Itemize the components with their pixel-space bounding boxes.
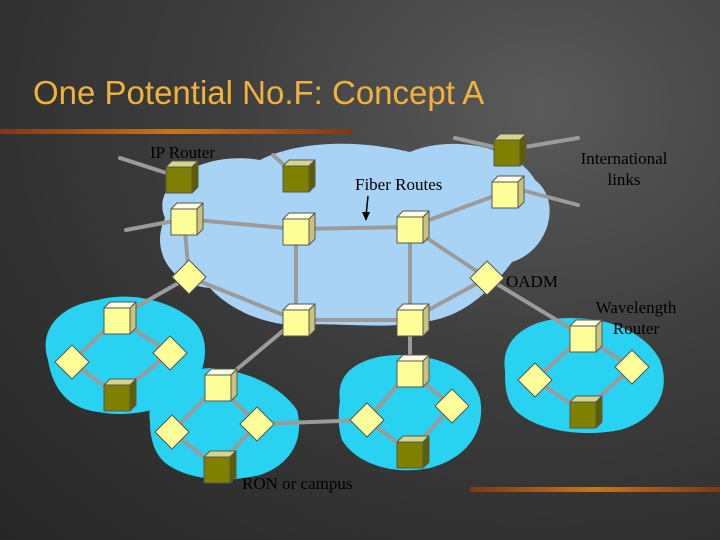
wavelength-router-icon xyxy=(569,319,603,353)
wavelength-router-icon xyxy=(170,202,204,236)
oadm-icon xyxy=(434,388,470,424)
oadm-icon xyxy=(349,402,385,438)
ip-router-icon xyxy=(103,378,137,412)
oadm-icon xyxy=(239,406,275,442)
wavelength-router-icon xyxy=(282,303,316,337)
oadm-icon xyxy=(152,335,188,371)
decorative-rules xyxy=(0,129,720,492)
wavelength-router-icon xyxy=(396,210,430,244)
oadm-label: OADM xyxy=(506,272,558,291)
regional-cloud-ron xyxy=(149,368,300,480)
wavelength-router-icon xyxy=(204,368,238,402)
ip-router-label: IP Router xyxy=(150,143,216,162)
slide-title: One Potential No.F: Concept A xyxy=(33,74,485,111)
ip-router-icon xyxy=(493,133,527,167)
ip-router-icon xyxy=(203,450,237,484)
wavelength-router-icon xyxy=(491,175,525,209)
wavelength-router-icon xyxy=(103,301,137,335)
wavelength-router-icon xyxy=(396,354,430,388)
regional-cloud-east xyxy=(504,318,664,434)
fiber-routes-label: Fiber Routes xyxy=(355,175,443,194)
international-links-label: International links xyxy=(580,149,668,189)
nodes xyxy=(54,133,650,484)
title-underline xyxy=(0,129,352,134)
regional-cloud-south xyxy=(338,355,482,471)
oadm-icon xyxy=(171,259,207,295)
oadm-icon xyxy=(154,414,190,450)
ip-router-icon xyxy=(396,435,430,469)
core-link xyxy=(187,275,298,322)
oadm-icon xyxy=(469,260,505,296)
wavelength-router-label: Wavelength Router xyxy=(595,298,677,338)
core-cloud xyxy=(160,143,550,326)
ip-router-icon xyxy=(282,159,316,193)
ip-router-icon xyxy=(165,160,199,194)
fiber-routes-arrowhead xyxy=(362,212,370,221)
wavelength-router-icon xyxy=(282,212,316,246)
ip-router-icon xyxy=(569,395,603,429)
oadm-icon xyxy=(614,349,650,385)
oadm-icon xyxy=(54,344,90,380)
regional-link xyxy=(255,418,369,426)
access-link xyxy=(485,276,585,338)
wavelength-router-icon xyxy=(396,303,430,337)
ron-or-campus-label: RON or campus xyxy=(242,474,353,493)
stub-link xyxy=(523,189,580,207)
oadm-icon xyxy=(517,362,553,398)
clouds xyxy=(45,143,664,480)
footer-rule xyxy=(470,487,720,492)
